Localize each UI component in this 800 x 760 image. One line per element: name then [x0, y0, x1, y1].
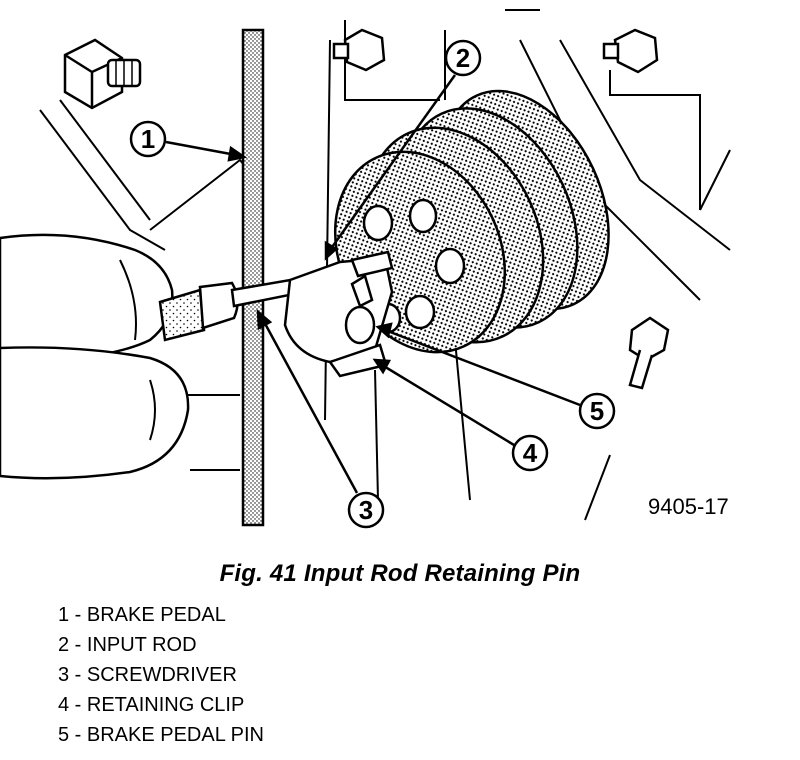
callout-1: 1 [129, 120, 167, 158]
leader-arrow-1 [227, 145, 248, 162]
leader-arrow-5 [375, 322, 393, 339]
stud-bolt-right [628, 316, 670, 390]
callout-1-label: 1 [141, 124, 155, 154]
leader-line-5 [384, 328, 581, 407]
leader-lines [165, 74, 581, 494]
hex-bolt-upper-right [602, 28, 659, 74]
callout-3-label: 3 [359, 495, 373, 525]
leader-arrow-2 [324, 240, 339, 261]
legend-item-brake-pedal-pin: 5 - BRAKE PEDAL PIN [58, 724, 264, 746]
hex-bolt-upper-center [332, 28, 386, 72]
leader-line-1 [165, 140, 237, 157]
callout-2: 2 [444, 39, 482, 77]
figure-caption: Fig. 41 Input Rod Retaining Pin [219, 560, 581, 587]
hex-bolt-upper-left [63, 38, 142, 110]
callout-3: 3 [347, 491, 385, 529]
leader-line-3 [260, 317, 359, 494]
leader-arrow-4 [372, 358, 392, 375]
legend-item-screwdriver: 3 - SCREWDRIVER [58, 664, 237, 686]
legend-item-input-rod: 2 - INPUT ROD [58, 634, 197, 656]
leader-arrow-3 [256, 309, 273, 331]
leader-line-4 [381, 363, 515, 447]
legend-item-retaining-clip: 4 - RETAINING CLIP [58, 694, 245, 716]
hand [0, 233, 190, 480]
leader-line-2 [328, 74, 457, 251]
figure-code: 9405-17 [648, 494, 729, 519]
illustration: 1 2 3 4 5 9405-17 [0, 9, 731, 529]
callout-2-label: 2 [456, 43, 470, 73]
brake-pedal [241, 28, 265, 527]
callout-4-label: 4 [523, 438, 538, 468]
legend-item-brake-pedal: 1 - BRAKE PEDAL [58, 604, 226, 626]
callout-4: 4 [511, 434, 549, 472]
legend: 1 - BRAKE PEDAL 2 - INPUT ROD 3 - SCREWD… [58, 600, 264, 750]
input-rod-clevis [283, 250, 394, 378]
callout-5-label: 5 [590, 396, 604, 426]
callout-5: 5 [578, 392, 616, 430]
booster-bellows [333, 89, 610, 354]
